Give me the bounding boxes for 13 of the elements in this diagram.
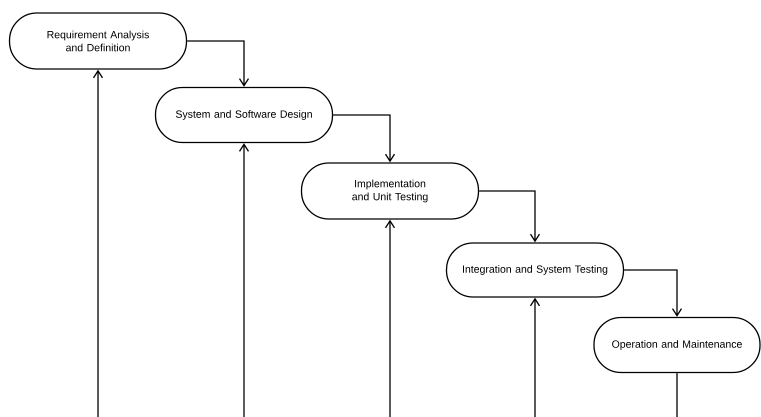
- arrow: [333, 114, 396, 162]
- arrow: [530, 298, 540, 417]
- arrow: [92, 70, 104, 417]
- process-box: Integration and System Testing: [446, 242, 624, 298]
- arrow: [624, 269, 682, 317]
- process-box: Implementation and Unit Testing: [300, 162, 480, 220]
- process-box: Requirement Analysis and Definition: [8, 12, 188, 70]
- process-box: Operation and Maintenance: [593, 316, 761, 374]
- process-box: System and Software Design: [154, 86, 334, 144]
- arrow: [479, 190, 540, 242]
- arrow: [238, 143, 250, 417]
- arrow: [187, 40, 250, 87]
- arrow: [384, 220, 396, 417]
